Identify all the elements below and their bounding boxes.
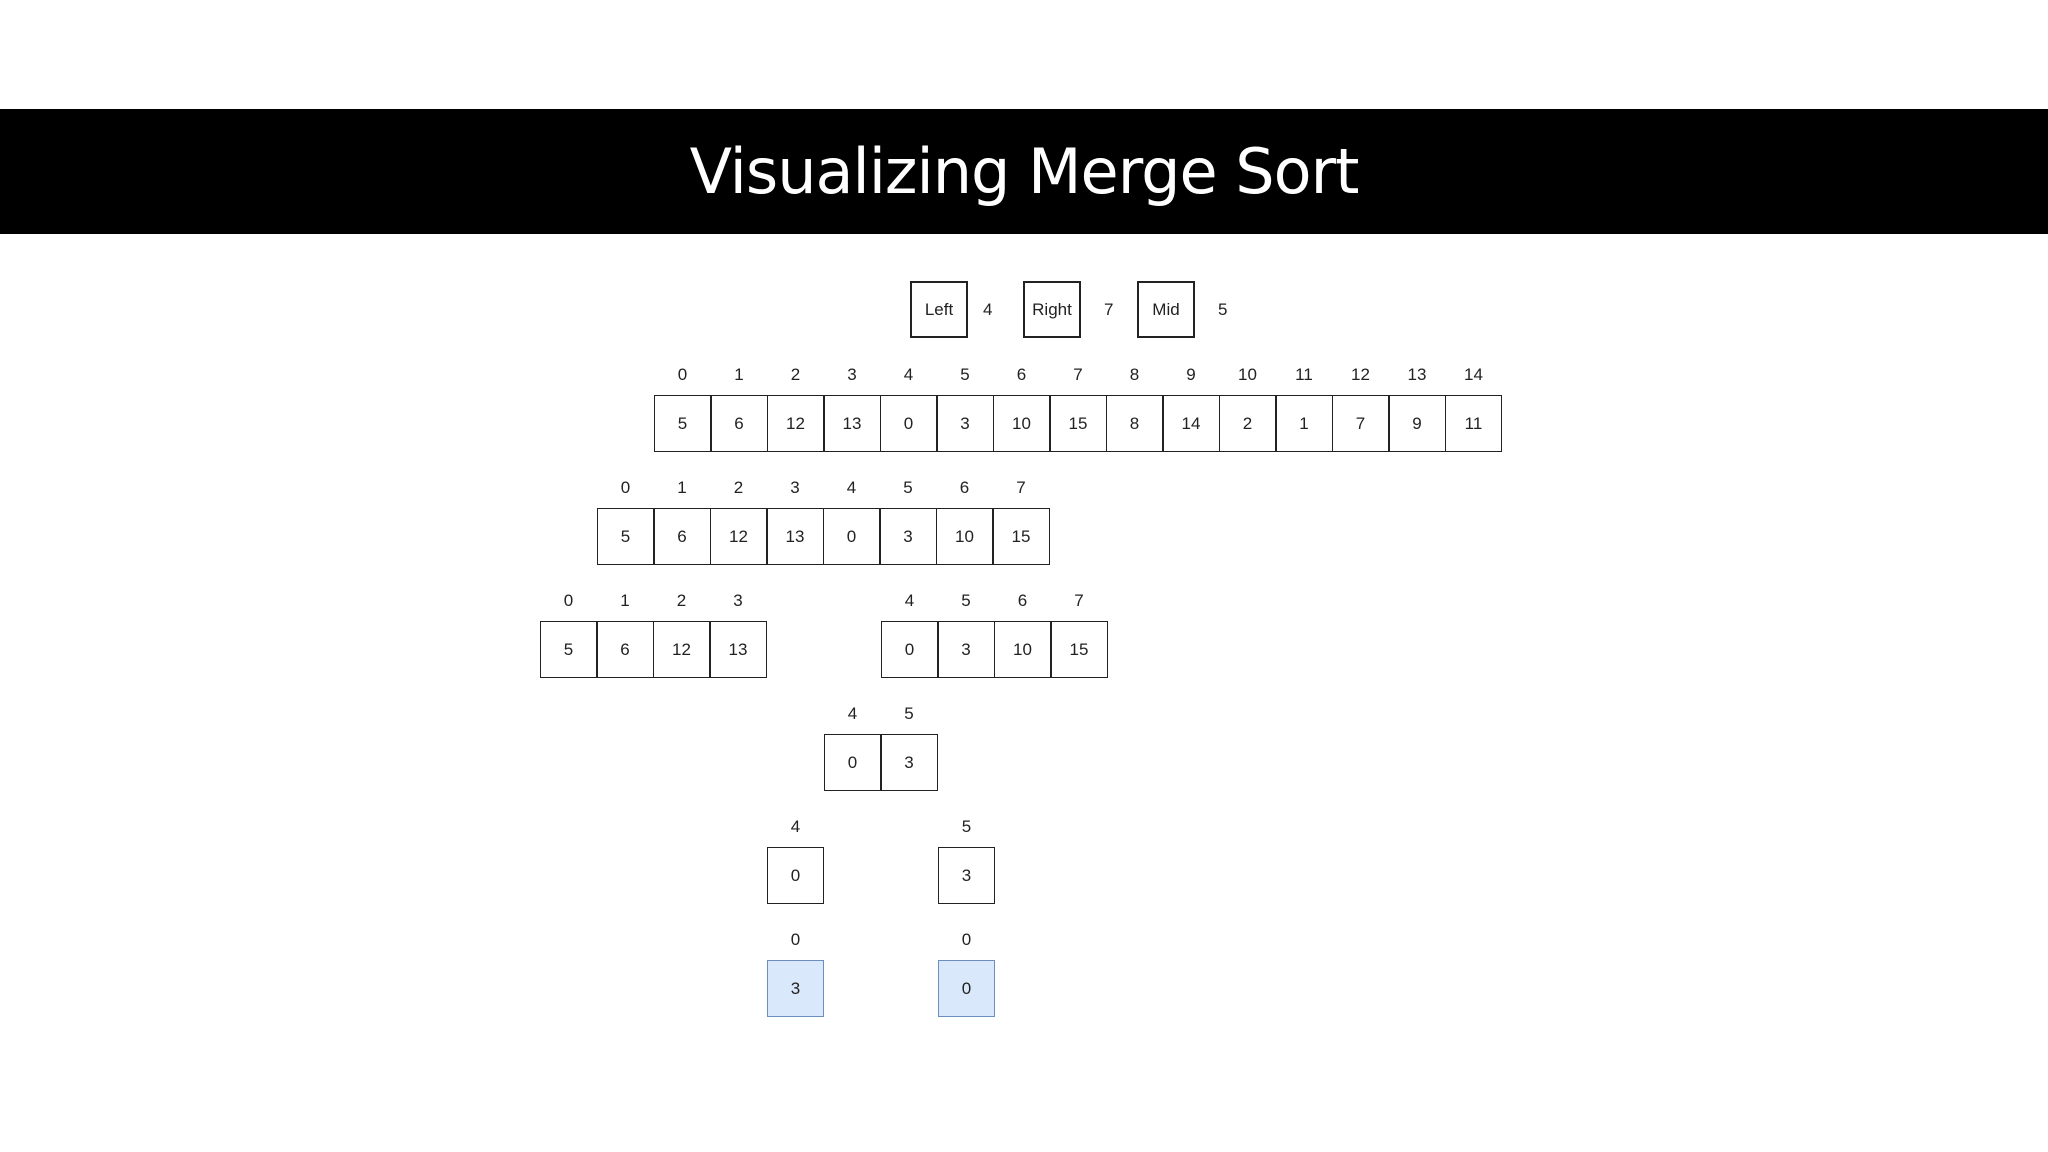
array-cell: 15 <box>1049 395 1107 452</box>
array-index-label: 14 <box>1464 365 1483 384</box>
array-cell: 15 <box>992 508 1050 565</box>
array-index-label: 12 <box>1351 365 1370 384</box>
left-pointer-value: 4 <box>983 299 993 319</box>
right-pointer-label: Right <box>1023 281 1081 338</box>
array-cell: 7 <box>1332 395 1389 452</box>
mid-pointer-value: 5 <box>1218 299 1228 319</box>
array-index-label: 3 <box>847 365 857 384</box>
array-index-label: 11 <box>1295 365 1313 384</box>
array-cell: 0 <box>880 395 937 452</box>
array-index-label: 6 <box>959 478 970 497</box>
array-index-label: 10 <box>1238 365 1257 384</box>
array-cell: 8 <box>1106 395 1163 452</box>
array-cell: 5 <box>597 508 654 565</box>
array-index-label: 4 <box>847 704 858 723</box>
array-index-label: 0 <box>677 365 688 384</box>
array-cell: 2 <box>1219 395 1276 452</box>
array-cell: 13 <box>709 621 767 678</box>
array-cell: 0 <box>767 847 824 904</box>
array-index-label: 6 <box>1017 591 1028 610</box>
page-title: Visualizing Merge Sort <box>689 135 1360 208</box>
array-cell: 12 <box>653 621 710 678</box>
array-index-label: 5 <box>961 817 972 836</box>
array-index-label: 2 <box>676 591 687 610</box>
array-index-label: 7 <box>1016 478 1026 497</box>
array-index-label: 4 <box>846 478 857 497</box>
array-index-label: 1 <box>677 478 687 497</box>
array-cell: 13 <box>766 508 824 565</box>
array-cell: 12 <box>710 508 767 565</box>
array-cell: 1 <box>1275 395 1333 452</box>
array-index-label: 1 <box>620 591 630 610</box>
array-cell-highlighted: 0 <box>938 960 995 1017</box>
array-cell: 14 <box>1162 395 1220 452</box>
array-index-label: 4 <box>903 365 914 384</box>
mid-pointer-label: Mid <box>1137 281 1195 338</box>
array-index-label: 7 <box>1073 365 1083 384</box>
array-cell: 6 <box>710 395 768 452</box>
array-index-label: 0 <box>961 930 972 949</box>
array-index-label: 0 <box>620 478 631 497</box>
title-bar: Visualizing Merge Sort <box>0 109 2048 234</box>
array-index-label: 3 <box>790 478 800 497</box>
array-cell: 10 <box>994 621 1051 678</box>
array-index-label: 5 <box>961 591 971 610</box>
array-index-label: 4 <box>904 591 915 610</box>
array-cell: 5 <box>540 621 597 678</box>
left-pointer-label: Left <box>910 281 968 338</box>
array-cell: 0 <box>824 734 881 791</box>
right-pointer-value: 7 <box>1104 299 1114 319</box>
array-cell: 11 <box>1445 395 1502 452</box>
array-index-label: 3 <box>733 591 743 610</box>
array-cell: 6 <box>653 508 711 565</box>
array-cell: 0 <box>823 508 880 565</box>
array-cell: 3 <box>938 847 995 904</box>
array-index-label: 6 <box>1016 365 1027 384</box>
array-cell: 15 <box>1050 621 1108 678</box>
array-index-label: 5 <box>960 365 970 384</box>
array-cell: 0 <box>881 621 938 678</box>
array-cell: 3 <box>937 621 995 678</box>
array-cell: 3 <box>880 734 938 791</box>
array-index-label: 13 <box>1407 365 1427 384</box>
array-index-label: 5 <box>903 478 913 497</box>
array-cell: 3 <box>936 395 994 452</box>
array-cell: 10 <box>993 395 1050 452</box>
array-index-label: 4 <box>790 817 801 836</box>
array-index-label: 7 <box>1074 591 1084 610</box>
array-cell: 9 <box>1388 395 1446 452</box>
array-cell: 5 <box>654 395 711 452</box>
array-cell: 10 <box>936 508 993 565</box>
array-index-label: 9 <box>1186 365 1196 384</box>
array-index-label: 0 <box>563 591 574 610</box>
array-index-label: 8 <box>1129 365 1140 384</box>
array-index-label: 2 <box>733 478 744 497</box>
array-cell: 12 <box>767 395 824 452</box>
array-index-label: 1 <box>734 365 744 384</box>
array-cell-highlighted: 3 <box>767 960 824 1017</box>
array-index-label: 5 <box>904 704 914 723</box>
array-cell: 6 <box>596 621 654 678</box>
array-cell: 13 <box>823 395 881 452</box>
array-index-label: 2 <box>790 365 801 384</box>
array-cell: 3 <box>879 508 937 565</box>
array-index-label: 0 <box>790 930 801 949</box>
